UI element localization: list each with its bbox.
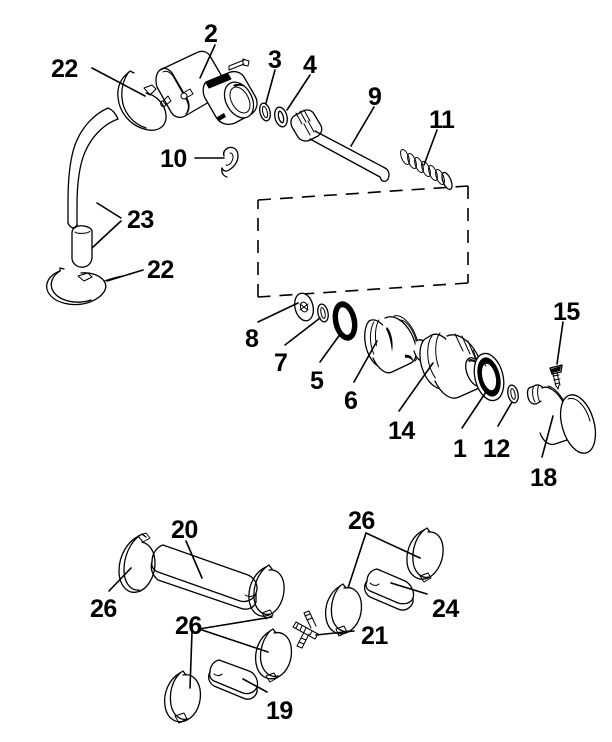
part-23-hose-curved [67, 107, 119, 229]
assembly-reference-box [257, 185, 469, 298]
callout-2: 2 [204, 20, 218, 48]
part-8-washer [293, 292, 315, 322]
callout-23: 23 [127, 206, 154, 234]
part-3-o-ring [259, 102, 271, 122]
part-22-hose-clamp-lower [45, 267, 123, 306]
callout-26-a: 26 [90, 595, 117, 623]
callout-20: 20 [171, 516, 198, 544]
callout-1: 1 [453, 435, 467, 463]
part-26-hose-clamp-d [163, 670, 202, 724]
part-26-hose-clamp-e [406, 527, 444, 583]
part-19-hose-short [207, 659, 259, 700]
part-24-hose-short [363, 568, 415, 611]
part-22-hose-clamp-upper [117, 70, 167, 131]
callout-5: 5 [310, 367, 324, 395]
leader-lines [91, 44, 564, 693]
callout-9: 9 [368, 83, 382, 111]
callout-8: 8 [245, 325, 259, 353]
callout-21: 21 [361, 622, 388, 650]
callout-26-c: 26 [175, 612, 202, 640]
callout-26-b: 26 [348, 507, 375, 535]
part-23-hose-straight [71, 225, 93, 268]
part-4-o-ring [274, 106, 288, 128]
callout-3: 3 [268, 46, 282, 74]
part-1-retainer-ring [473, 352, 505, 402]
part-26-hose-clamp-f [324, 583, 363, 637]
part-26-hose-clamp-c [254, 628, 293, 683]
callout-14: 14 [388, 417, 415, 445]
callout-6: 6 [344, 387, 358, 415]
part-18-knob-plunger [526, 384, 597, 454]
part-26-hose-clamp-b [248, 564, 285, 620]
part-2-cylinder-body [155, 50, 258, 125]
part-15-screw [549, 364, 563, 390]
callout-15: 15 [553, 298, 580, 326]
callout-22-lower: 22 [147, 256, 174, 284]
callout-18: 18 [530, 464, 557, 492]
callout-22-upper: 22 [51, 55, 78, 83]
callout-11: 11 [429, 106, 455, 134]
part-20-hose-long [150, 544, 258, 610]
callout-4: 4 [303, 51, 317, 79]
callout-10: 10 [160, 145, 187, 173]
part-9-valve-stem [290, 109, 390, 183]
callout-12: 12 [483, 435, 510, 463]
part-26-hose-clamp-a [118, 532, 156, 593]
part-5-o-ring [332, 301, 358, 341]
part-10-retaining-clip [221, 146, 239, 178]
part-21-tee-fitting [292, 610, 319, 649]
callout-19: 19 [266, 697, 293, 725]
callout-24: 24 [432, 595, 459, 623]
part-12-o-ring [507, 384, 519, 404]
part-11-spring [400, 148, 453, 191]
callout-7: 7 [274, 349, 288, 377]
